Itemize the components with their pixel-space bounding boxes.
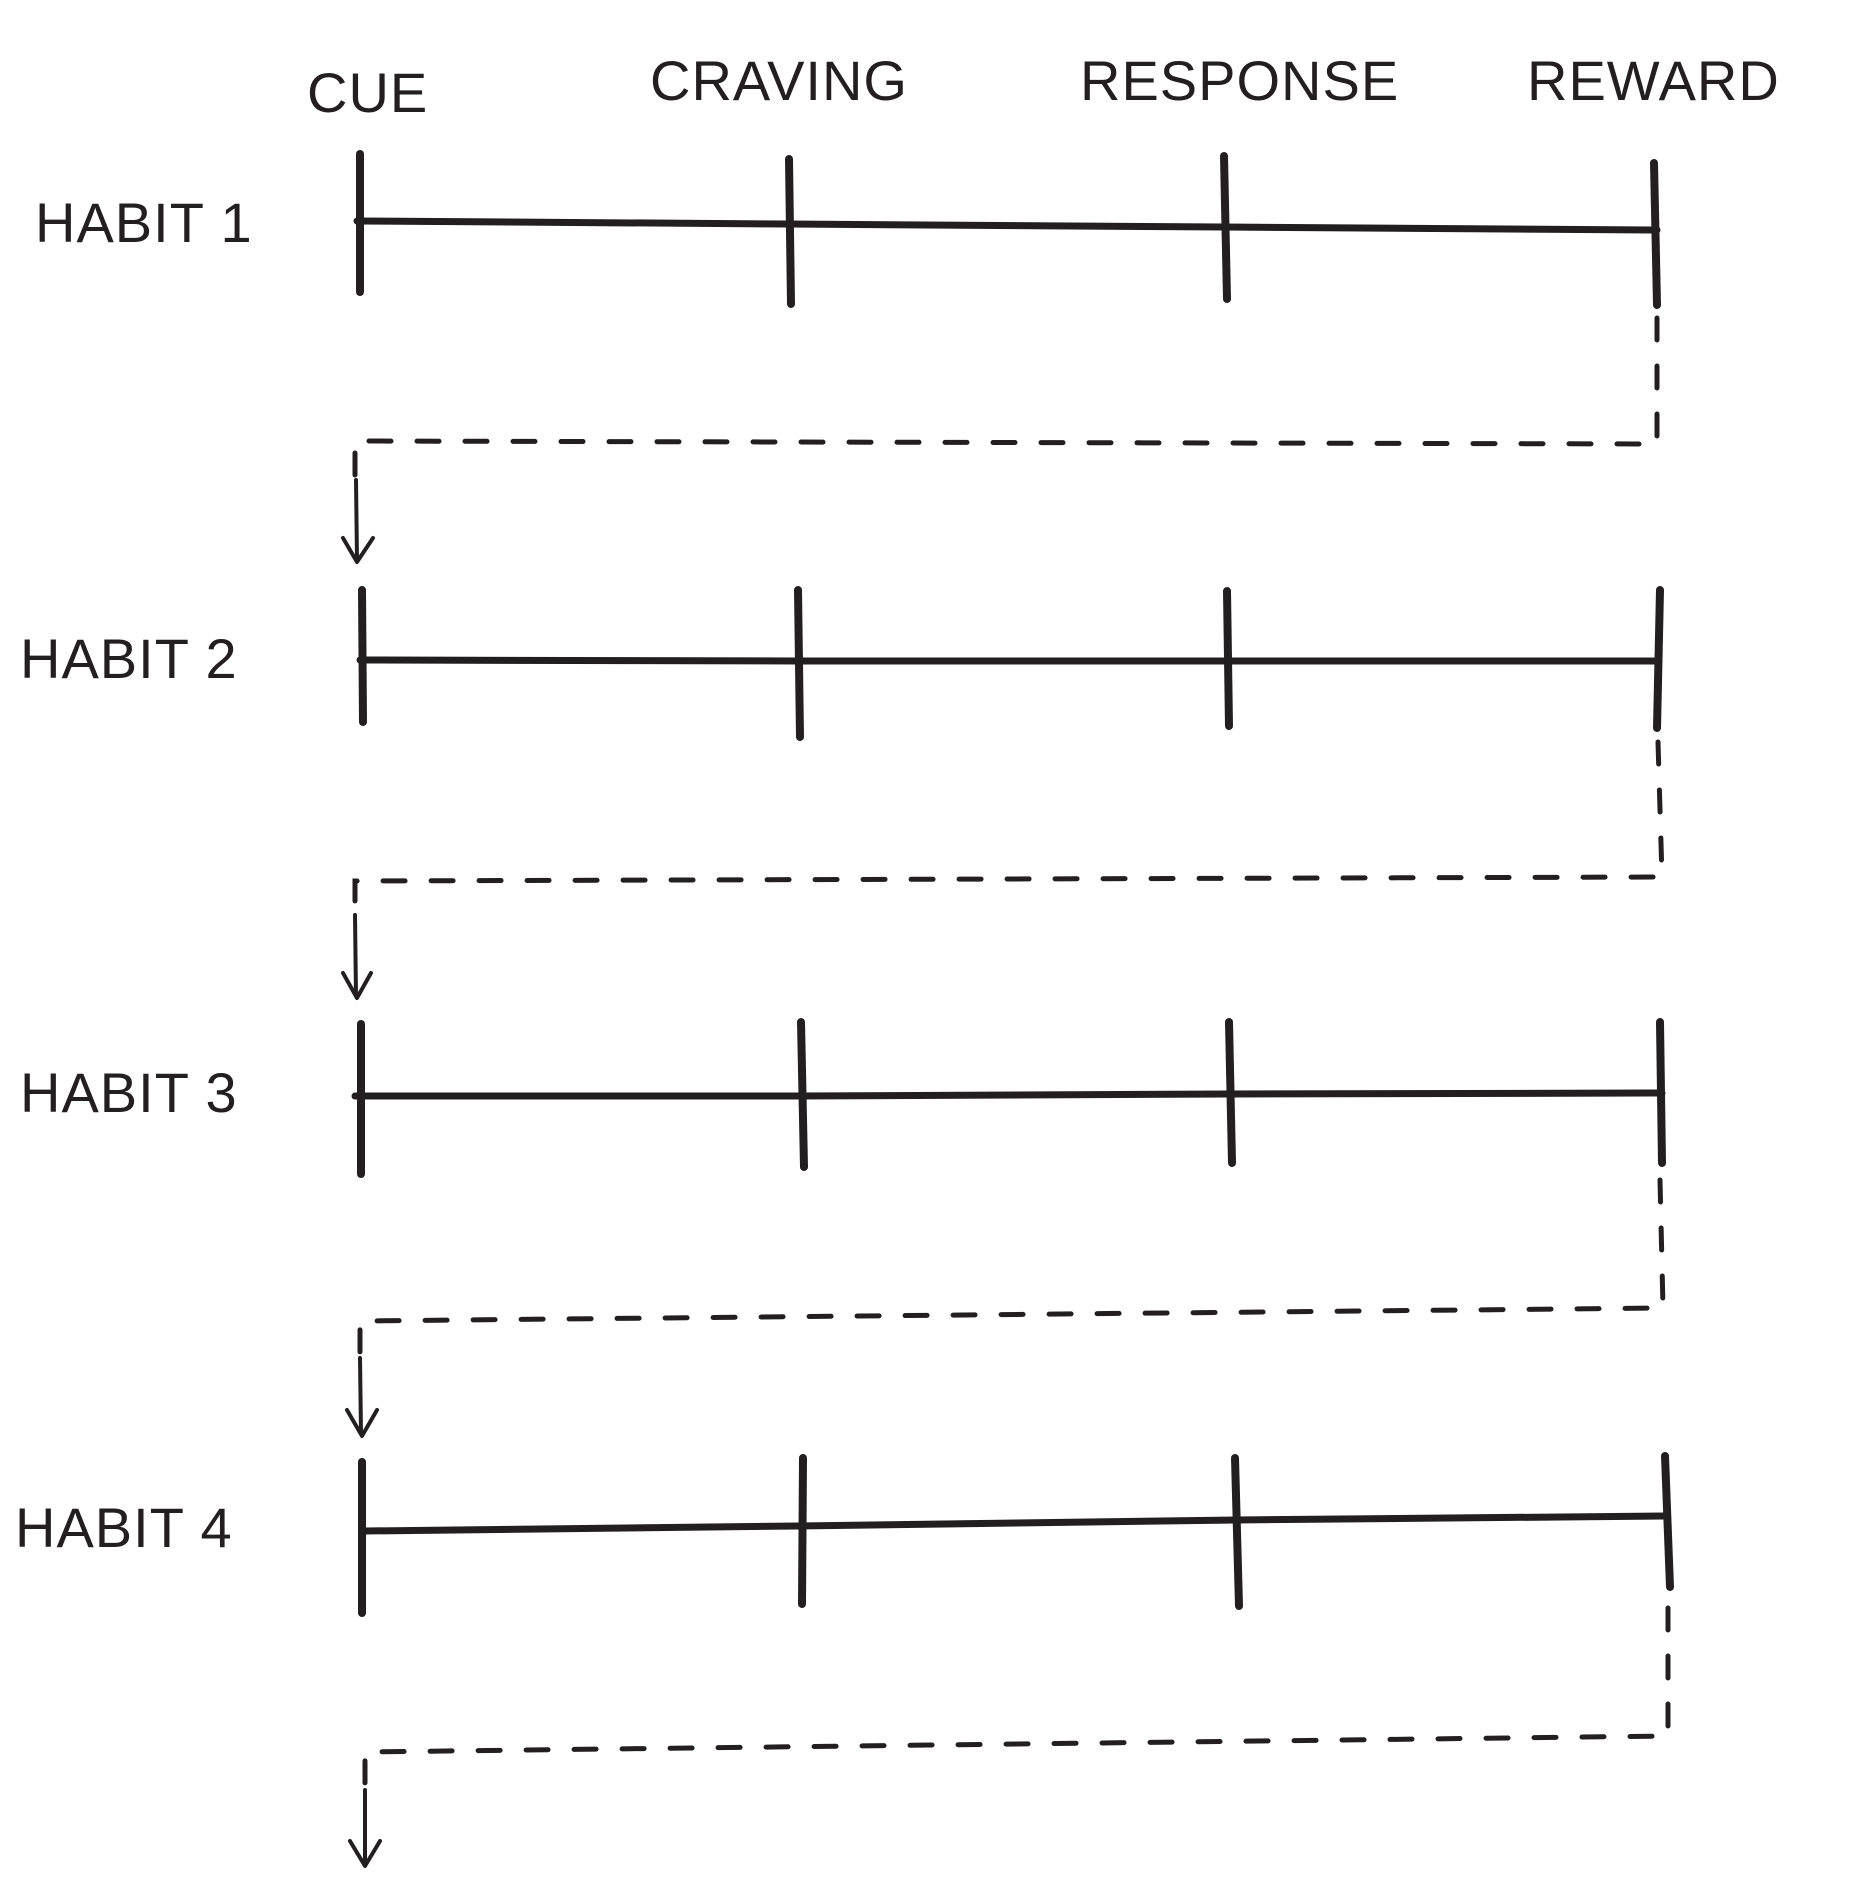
habit-4-tick-reward [1661, 1452, 1674, 1591]
stage-label-reward: REWARD [1527, 49, 1780, 112]
arrow-down-icon [341, 971, 373, 1000]
habit-labels: HABIT 1 HABIT 2 HABIT 3 HABIT 4 [15, 191, 253, 1559]
habit-2-tick-craving [794, 586, 804, 741]
connector-1-2-path [352, 315, 1660, 483]
habit-1-tick-reward [1650, 159, 1661, 309]
connector-4-next-path [362, 1605, 1671, 1795]
habit-3-timeline [351, 1018, 1666, 1178]
habit-2-tick-cue [358, 586, 367, 726]
connector-1-2-arrow-shaft [354, 478, 359, 562]
connector-2-3-arrow-shaft [353, 913, 358, 998]
habit-label-3: HABIT 3 [20, 1061, 238, 1124]
habit-1-tick-craving [785, 155, 795, 308]
stage-labels: CUE CRAVING RESPONSE REWARD [307, 49, 1780, 124]
habit-1-tick-response [1220, 152, 1231, 303]
habit-4-tick-response [1231, 1454, 1243, 1610]
connector-2-3 [341, 739, 1665, 1000]
connector-3-4 [345, 1177, 1666, 1438]
habit-4-timeline [358, 1452, 1674, 1617]
connector-2-3-path [352, 739, 1665, 923]
habit-2-timeline [356, 586, 1664, 741]
habit-1-line [353, 217, 1661, 234]
stage-label-craving: CRAVING [650, 49, 908, 112]
habit-4-tick-craving [798, 1454, 807, 1608]
arrow-down-icon [348, 1839, 382, 1868]
connector-3-4-path [357, 1177, 1666, 1363]
arrow-down-icon [341, 536, 375, 564]
habit-2-line [356, 656, 1663, 665]
connector-3-4-arrow-shaft [358, 1356, 363, 1435]
habit-3-tick-craving [797, 1018, 808, 1171]
habit-3-tick-response [1225, 1018, 1236, 1167]
habit-label-1: HABIT 1 [35, 191, 253, 254]
arrow-down-icon [345, 1408, 379, 1438]
stage-label-cue: CUE [307, 61, 428, 124]
habit-1-timeline [353, 150, 1661, 309]
habit-label-2: HABIT 2 [20, 627, 238, 690]
habit-2-tick-reward [1653, 586, 1664, 732]
connector-1-2 [341, 315, 1660, 564]
habit-label-4: HABIT 4 [15, 1496, 233, 1559]
stage-label-response: RESPONSE [1080, 49, 1399, 112]
habit-2-tick-response [1223, 587, 1233, 730]
connector-4-next [348, 1605, 1671, 1868]
habit-4-line [361, 1512, 1669, 1535]
habit-3-line [351, 1089, 1666, 1100]
habit-3-tick-reward [1656, 1018, 1666, 1167]
